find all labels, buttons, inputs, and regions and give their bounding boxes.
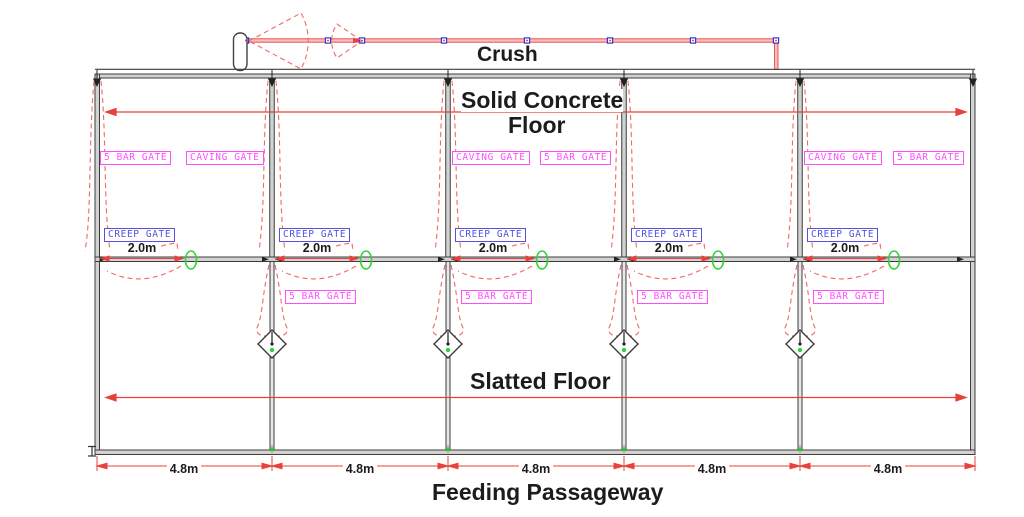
creep-width-dim: 2.0m (125, 242, 159, 255)
crush-gate-swing-arcs (247, 12, 363, 70)
creep-gate-label: CREEP GATE (807, 228, 879, 242)
gate-label-caving: CAVING GATE (804, 151, 882, 165)
crush-roller (232, 32, 248, 72)
gate-label-caving: CAVING GATE (452, 151, 530, 165)
gate-label-5-bar: 5 BAR GATE (637, 290, 709, 304)
creep-gate-dimensions (99, 255, 888, 262)
solid-concrete-floor-label-line2: Floor (508, 112, 566, 138)
creep-width-dim: 2.0m (652, 242, 686, 255)
creep-gate-label: CREEP GATE (631, 228, 703, 242)
creep-gate-label: CREEP GATE (279, 228, 351, 242)
crush-area-label: Crush (477, 43, 538, 66)
gate-label-5-bar: 5 BAR GATE (813, 290, 885, 304)
gate-label-5-bar: 5 BAR GATE (285, 290, 357, 304)
crush-marker-dots (245, 39, 777, 42)
pen-width-dim: 4.8m (695, 463, 729, 476)
post-markers (92, 70, 978, 87)
gate-latch-diamonds (257, 329, 815, 359)
pen-width-dim: 4.8m (519, 463, 553, 476)
creep-gate-label: CREEP GATE (104, 228, 176, 242)
lower-gate-dashed-leaves (256, 264, 816, 337)
gate-label-5-bar: 5 BAR GATE (100, 151, 172, 165)
solid-concrete-floor-label-line1: Solid Concrete (461, 87, 624, 113)
gate-label-5-bar: 5 BAR GATE (540, 151, 612, 165)
slatted-floor-label: Slatted Floor (470, 368, 611, 394)
gate-label-caving: CAVING GATE (186, 151, 264, 165)
pen-width-dim: 4.8m (871, 463, 905, 476)
slatted-floor-arrow (104, 393, 968, 402)
gate-label-5-bar: 5 BAR GATE (893, 151, 965, 165)
creep-width-dim: 2.0m (828, 242, 862, 255)
pen-width-dim: 4.8m (343, 463, 377, 476)
crush-arrow (353, 37, 362, 44)
gate-hinge-loops (184, 250, 901, 270)
creep-gate-label: CREEP GATE (455, 228, 527, 242)
pen-width-dim: 4.8m (167, 463, 201, 476)
gate-label-5-bar: 5 BAR GATE (461, 290, 533, 304)
wall-end-cap (88, 445, 96, 457)
feeding-passageway-label: Feeding Passageway (432, 479, 664, 505)
creep-width-dim: 2.0m (300, 242, 334, 255)
divider-bottom-markers (269, 445, 803, 453)
creep-width-dim: 2.0m (476, 242, 510, 255)
solid-concrete-floor-arrow (104, 107, 968, 117)
